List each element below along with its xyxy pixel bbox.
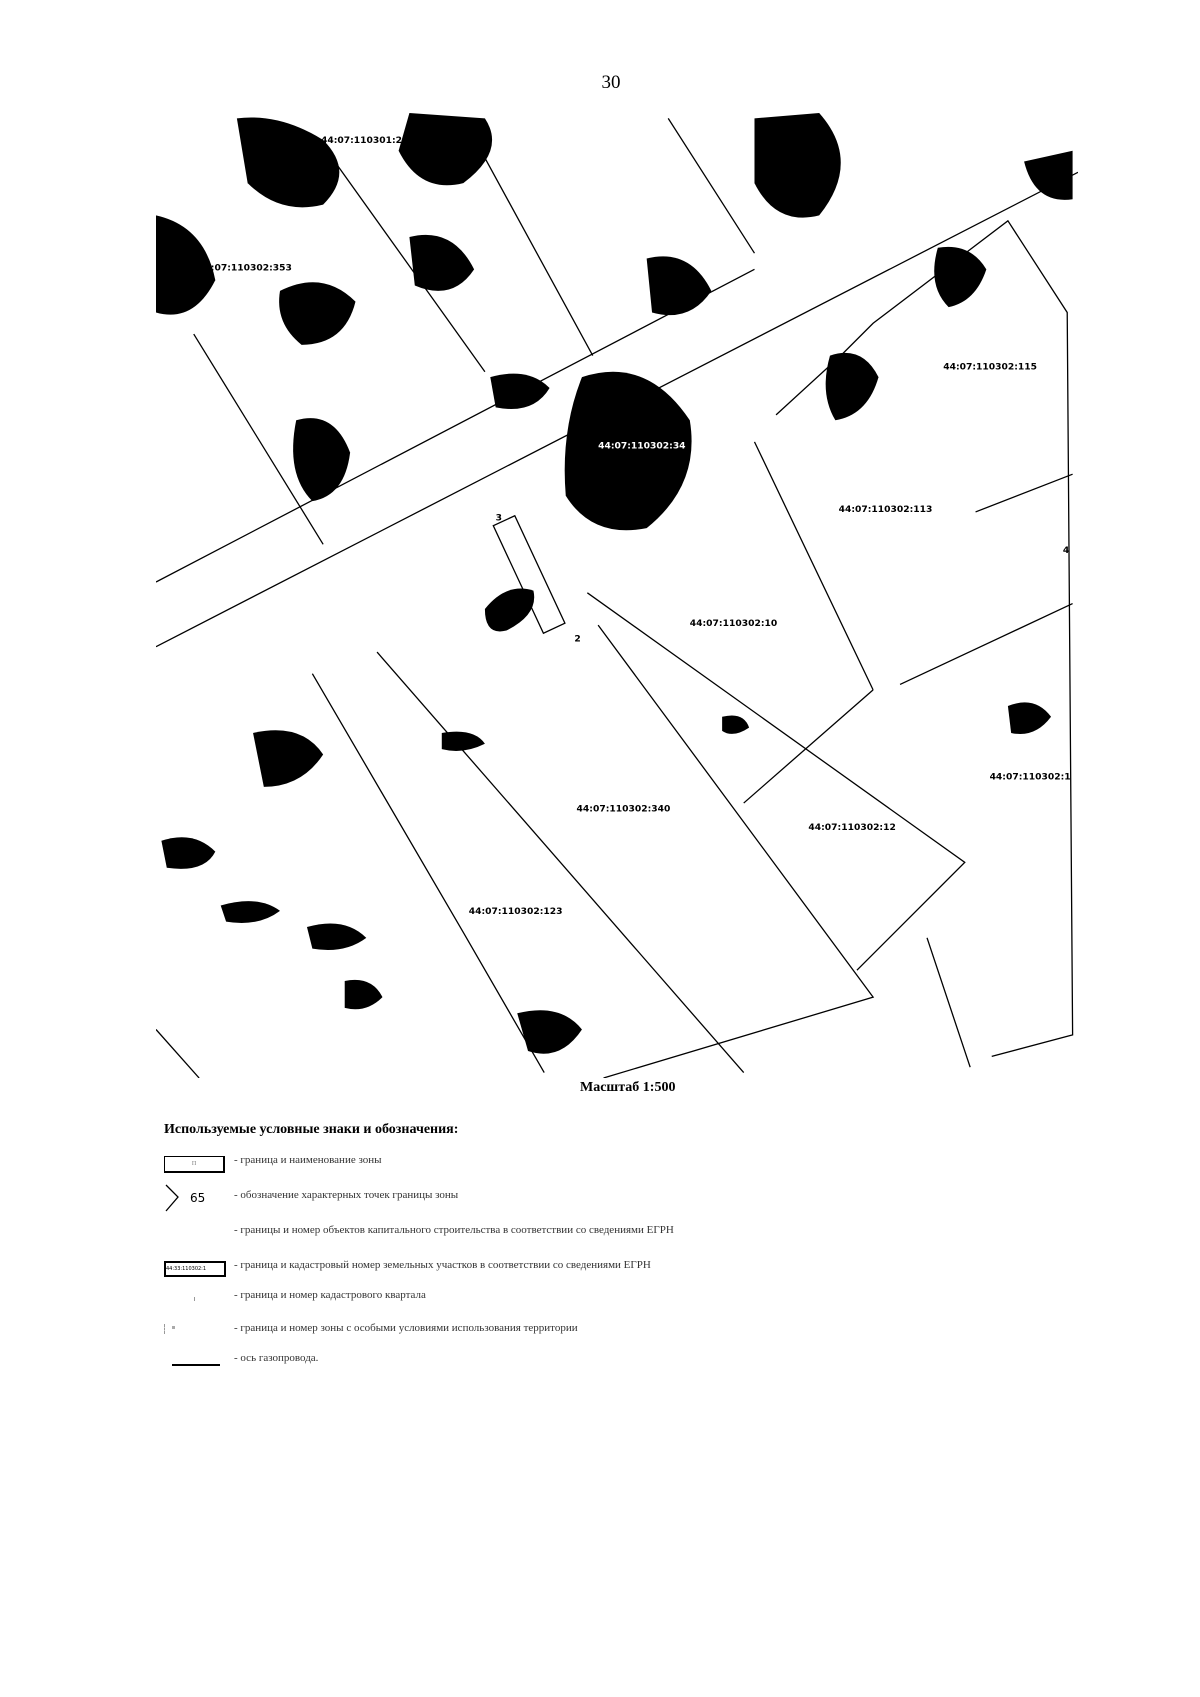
parcel-label: 44:07:110302:10 [690, 618, 777, 629]
legend-item-special-zone: - граница и номер зоны с особыми условия… [164, 1318, 1064, 1344]
parcel-label: 44:07:110302:1 [990, 771, 1071, 782]
point-label: 2 [574, 633, 580, 644]
gas-pipeline-symbol [164, 1348, 234, 1374]
parcel-labels: 44:07:110301:21 44:07:110302:353 44:07:1… [198, 135, 1071, 917]
zone-symbol: П [164, 1150, 234, 1176]
page-number: 30 [601, 72, 621, 93]
legend-item-points: 65 - обозначение характерных точек грани… [164, 1184, 1064, 1212]
legend-item-buildings: - границы и номер объектов капитального … [164, 1220, 1064, 1246]
parcel-symbol: 44:33:110302:1 [164, 1255, 234, 1281]
map-scale: Масштаб 1:500 [580, 1080, 676, 1095]
boundary-point-symbol: 65 [164, 1184, 234, 1212]
parcel-label: 44:07:110302:123 [469, 906, 563, 917]
point-label: 3 [496, 513, 502, 524]
parcel-label: 44:07:110301:21 [321, 135, 408, 146]
parcel-label: 44:07:110302:34 [598, 440, 685, 451]
vegetation-blobs [156, 113, 1073, 1054]
parcel-label: 44:07:110302:12 [808, 822, 895, 833]
quarter-symbol [164, 1285, 234, 1311]
legend-item-zone: П - граница и наименование зоны [164, 1150, 1064, 1176]
legend-item-parcels: 44:33:110302:1 - граница и кадастровый н… [164, 1255, 1064, 1281]
building-symbol [164, 1220, 234, 1246]
parcel-label: 44:07:110302:353 [198, 262, 292, 273]
point-label: 4 [1063, 545, 1069, 556]
parcel-label: 44:07:110302:115 [943, 362, 1037, 373]
parcel-label: 44:07:110302:340 [577, 804, 671, 815]
cadastral-map: 44:07:110301:21 44:07:110302:353 44:07:1… [156, 113, 1078, 1078]
legend-item-quarter: - граница и номер кадастрового квартала [164, 1285, 1064, 1311]
legend-title: Используемые условные знаки и обозначени… [164, 1122, 459, 1137]
special-zone-symbol [164, 1318, 234, 1344]
parcel-label: 44:07:110302:113 [839, 504, 933, 515]
legend-item-gas-pipeline: - ось газопровода. [164, 1348, 1064, 1374]
boundary-lines [156, 118, 1078, 1078]
